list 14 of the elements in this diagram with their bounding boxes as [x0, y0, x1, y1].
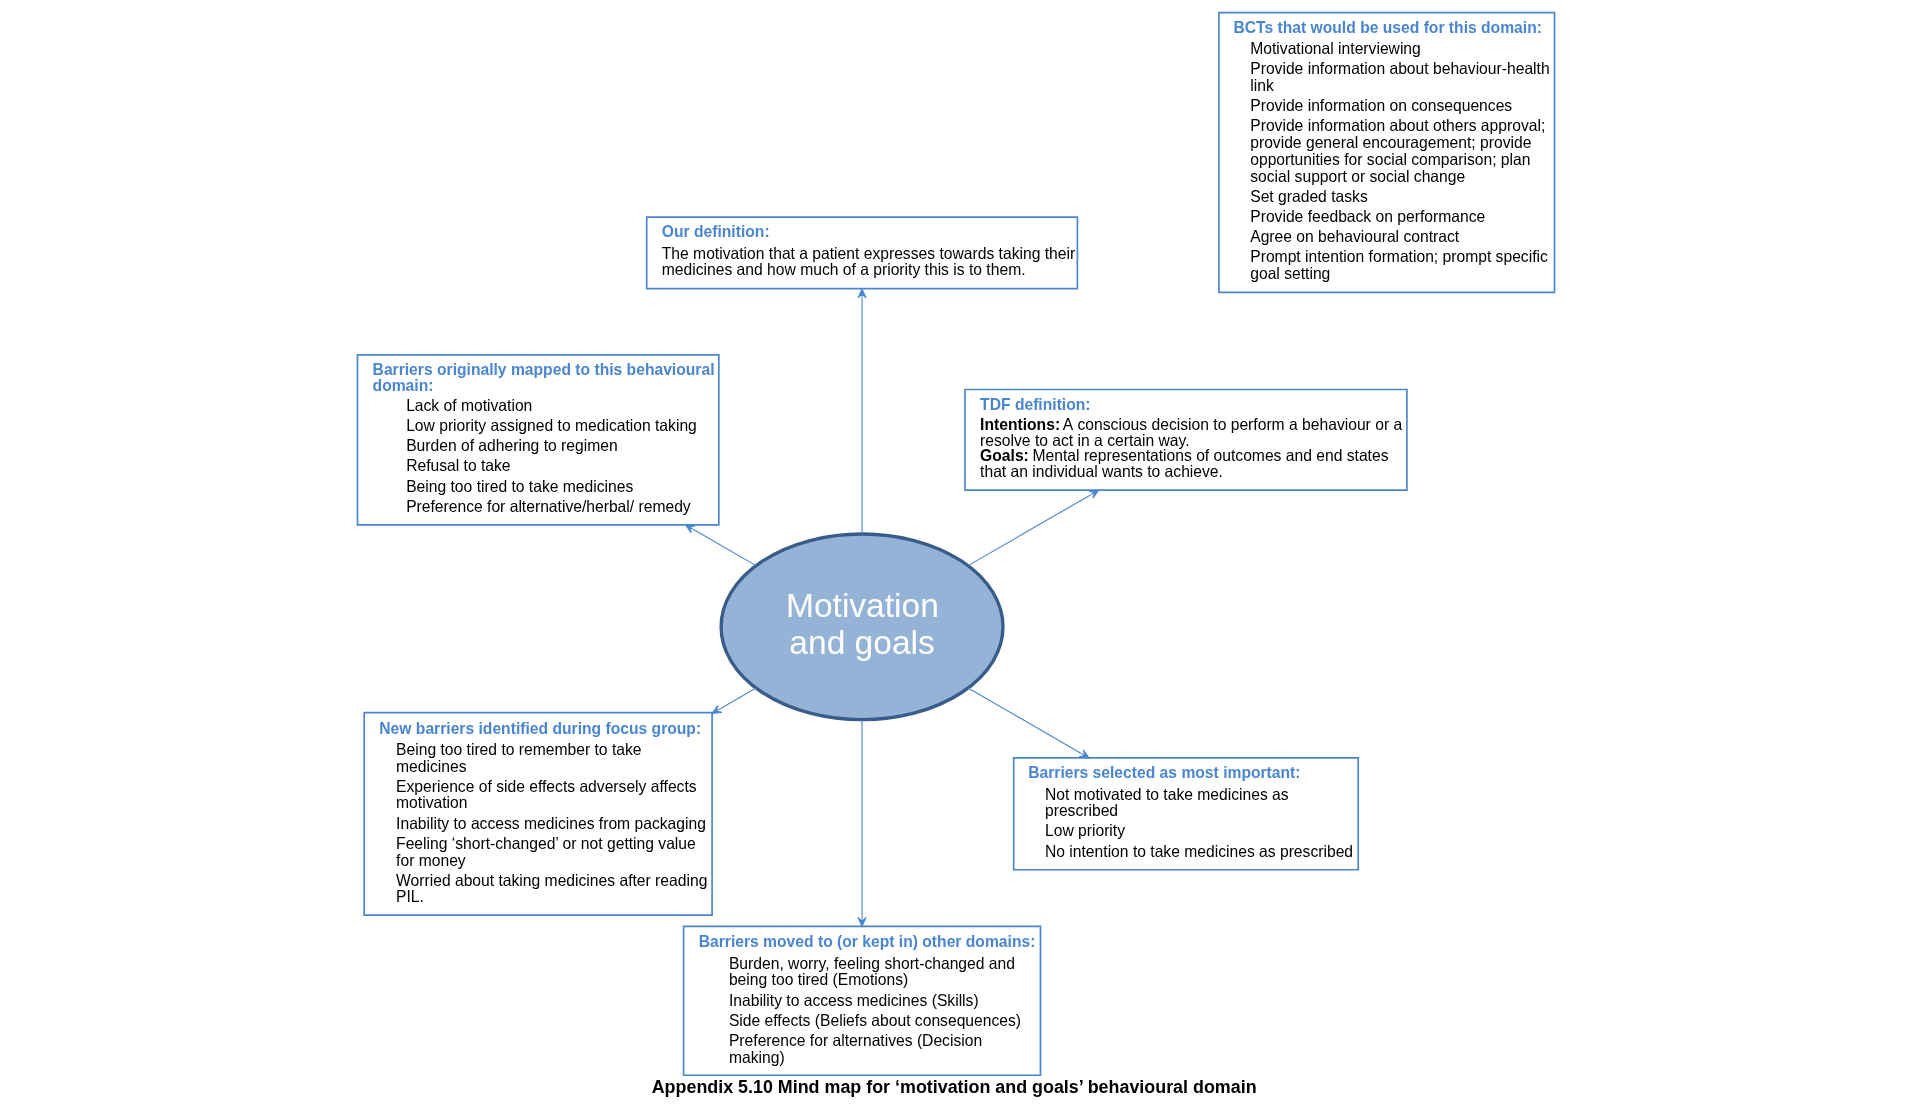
node-box: Our definition: The motivation that a patient expresses towards taking their medicines and how much of a priority this is to them.: [645, 216, 1079, 290]
caption: Appendix 5.10 Mind map for ‘motivation and goals’ behavioural domain: [651, 1076, 1257, 1097]
node-box: Barriers originally mapped to this behavioural domain: Lack of motivation Low priority assigned to medication taking Burden of adhering to regimen Refusal to take Being too tired to take medicines Preference for alternative/herbal/ remedy: [356, 354, 720, 526]
arrow: [857, 288, 867, 535]
node-box: New barriers identified during focus group: Being too tired to remember to take medicines Experience of side effects adversely affects motivation Inability to access medicines from packaging Feeling ‘short-changed’ or not getting value for money Worried about taking medicines after reading PIL.: [363, 711, 713, 916]
node-box: Barriers moved to (or kept in) other domains: Burden, worry, feeling short-changed and being too tired (Emotions) Inability to access medicines (Skills) Side effects (Beliefs about consequences) Preference for alternatives (Decision making): [682, 925, 1042, 1077]
arrow: [685, 524, 757, 567]
arrow: [711, 687, 757, 714]
node-box: TDF definition: Intentions: A conscious decision to perform a behaviour or a resolve to act in a certain way. Goals: Mental representations of outcomes and end states that an individual wants to achieve.: [964, 388, 1408, 491]
arrow: [967, 489, 1100, 567]
node-box: Barriers selected as most important: Not motivated to take medicines as prescribed Low priority No intention to take medicines as prescribed: [1012, 757, 1360, 871]
arrow: [967, 687, 1090, 759]
arrow: [857, 719, 867, 927]
node-box: BCTs that would be used for this domain: Motivational interviewing Provide information about behaviour-health link Provide information on consequences Provide information about others approval; provide general encouragement; provide opportunities for social comparison; plan social support or social change Set graded tasks Provide feedback on performance Agree on behavioural contract Prompt intention formation; prompt specific goal setting: [1218, 11, 1556, 294]
